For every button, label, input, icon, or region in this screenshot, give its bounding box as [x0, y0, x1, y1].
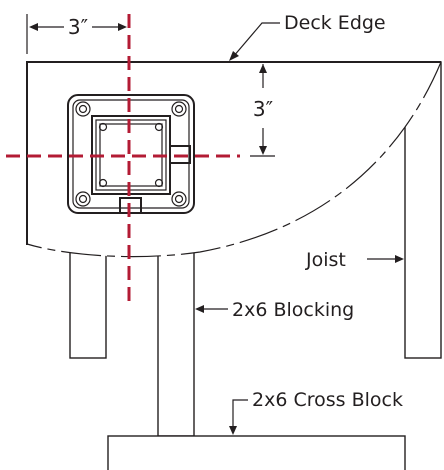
left-joist: [69, 247, 107, 359]
post-base-plate-icon: [67, 94, 195, 214]
deck-edge-label: Deck Edge: [284, 12, 386, 34]
cross-block-callout: 2x6 Cross Block: [229, 389, 403, 435]
horizontal-dimension: 3″: [26, 14, 127, 54]
deck-surface: [27, 62, 441, 257]
joist-callout: Joist: [305, 249, 404, 271]
cross-block-board: [107, 435, 406, 470]
blocking-callout: 2x6 Blocking: [195, 299, 354, 321]
deck-break-line: [26, 61, 442, 258]
vertical-dimension: 3″: [250, 64, 275, 157]
deck-edge-callout: Deck Edge: [229, 12, 386, 61]
blocking-label: 2x6 Blocking: [232, 299, 354, 321]
vertical-dimension-label: 3″: [253, 97, 273, 121]
joist-label: Joist: [305, 249, 346, 271]
cross-block-label: 2x6 Cross Block: [252, 389, 403, 411]
blocking-board: [157, 249, 195, 437]
horizontal-dimension-label: 3″: [68, 15, 88, 39]
